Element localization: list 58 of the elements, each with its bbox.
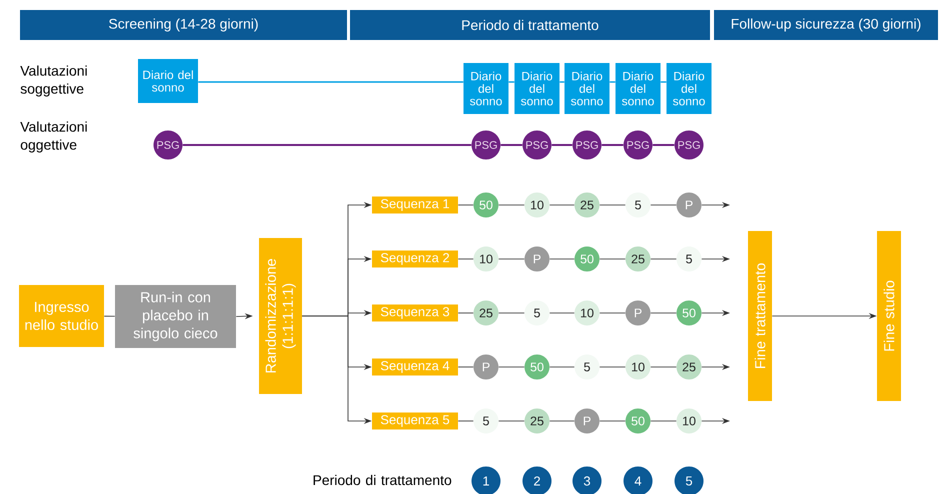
connector-line: [458, 204, 474, 206]
diary-box: Diario del sonno: [514, 63, 560, 114]
connector-line: [498, 204, 525, 206]
diary-box: Diario del sonno: [138, 59, 198, 103]
sequence-box: Sequenza 5: [372, 412, 458, 430]
connector-line: [652, 144, 674, 146]
vertical-box: Fine trattamento: [748, 231, 772, 401]
connector-line: [660, 81, 666, 83]
connector-line: [549, 204, 575, 206]
connector-line: [602, 144, 624, 146]
vertical-box: Fine studio: [877, 231, 901, 401]
connector-line: [458, 366, 474, 368]
connector-line: [182, 144, 472, 146]
connector-line: [458, 420, 474, 422]
sequence-box: Sequenza 3: [372, 304, 458, 322]
connector-line: [610, 81, 616, 83]
connector-line: [198, 81, 464, 83]
phase-band: Periodo di trattamento: [350, 10, 710, 40]
connector-line: [599, 258, 626, 260]
connector-line: [650, 204, 677, 206]
connector-line: [458, 312, 474, 314]
diary-box: Diario del sonno: [666, 63, 712, 114]
connector-line: [498, 258, 525, 260]
connector-line: [498, 420, 525, 422]
phase-band: Screening (14-28 giorni): [20, 10, 347, 40]
process-box: Run-in con placebo in singolo cieco: [115, 285, 236, 348]
connector-line: [650, 258, 677, 260]
connector-line: [560, 81, 564, 83]
connector-line: [599, 312, 626, 314]
connector-line: [549, 366, 575, 368]
connector-line: [552, 144, 572, 146]
connector-line: [104, 316, 116, 317]
connector-line: [498, 312, 525, 314]
connector-line: [599, 366, 626, 368]
row-label: Valutazioni oggettive: [20, 121, 87, 153]
sequence-box: Sequenza 2: [372, 250, 458, 268]
connector-line: [498, 366, 525, 368]
diary-box: Diario del sonno: [464, 63, 508, 114]
row-label: Valutazioni soggettive: [20, 65, 87, 97]
connector-line: [549, 420, 575, 422]
connector-line: [650, 312, 677, 314]
axis-label: Periodo di trattamento: [314, 474, 452, 486]
connector-line: [599, 420, 626, 422]
connector-line: [508, 81, 514, 83]
connector-line: [599, 204, 626, 206]
sequence-box: Sequenza 1: [372, 196, 458, 214]
phase-band: Follow-up sicurezza (30 giorni): [714, 10, 938, 40]
connector-line: [650, 366, 677, 368]
connector-line: [549, 312, 575, 314]
diary-box: Diario del sonno: [564, 63, 610, 114]
connector-line: [500, 144, 522, 146]
process-box: Ingresso nello studio: [19, 285, 104, 347]
connector-line: [458, 258, 474, 260]
sequence-box: Sequenza 4: [372, 358, 458, 376]
connector-line: [549, 258, 575, 260]
vertical-box: Randomizzazione (1:1:1:1:1): [259, 238, 302, 394]
connector-line: [650, 420, 677, 422]
diary-box: Diario del sonno: [616, 63, 660, 114]
